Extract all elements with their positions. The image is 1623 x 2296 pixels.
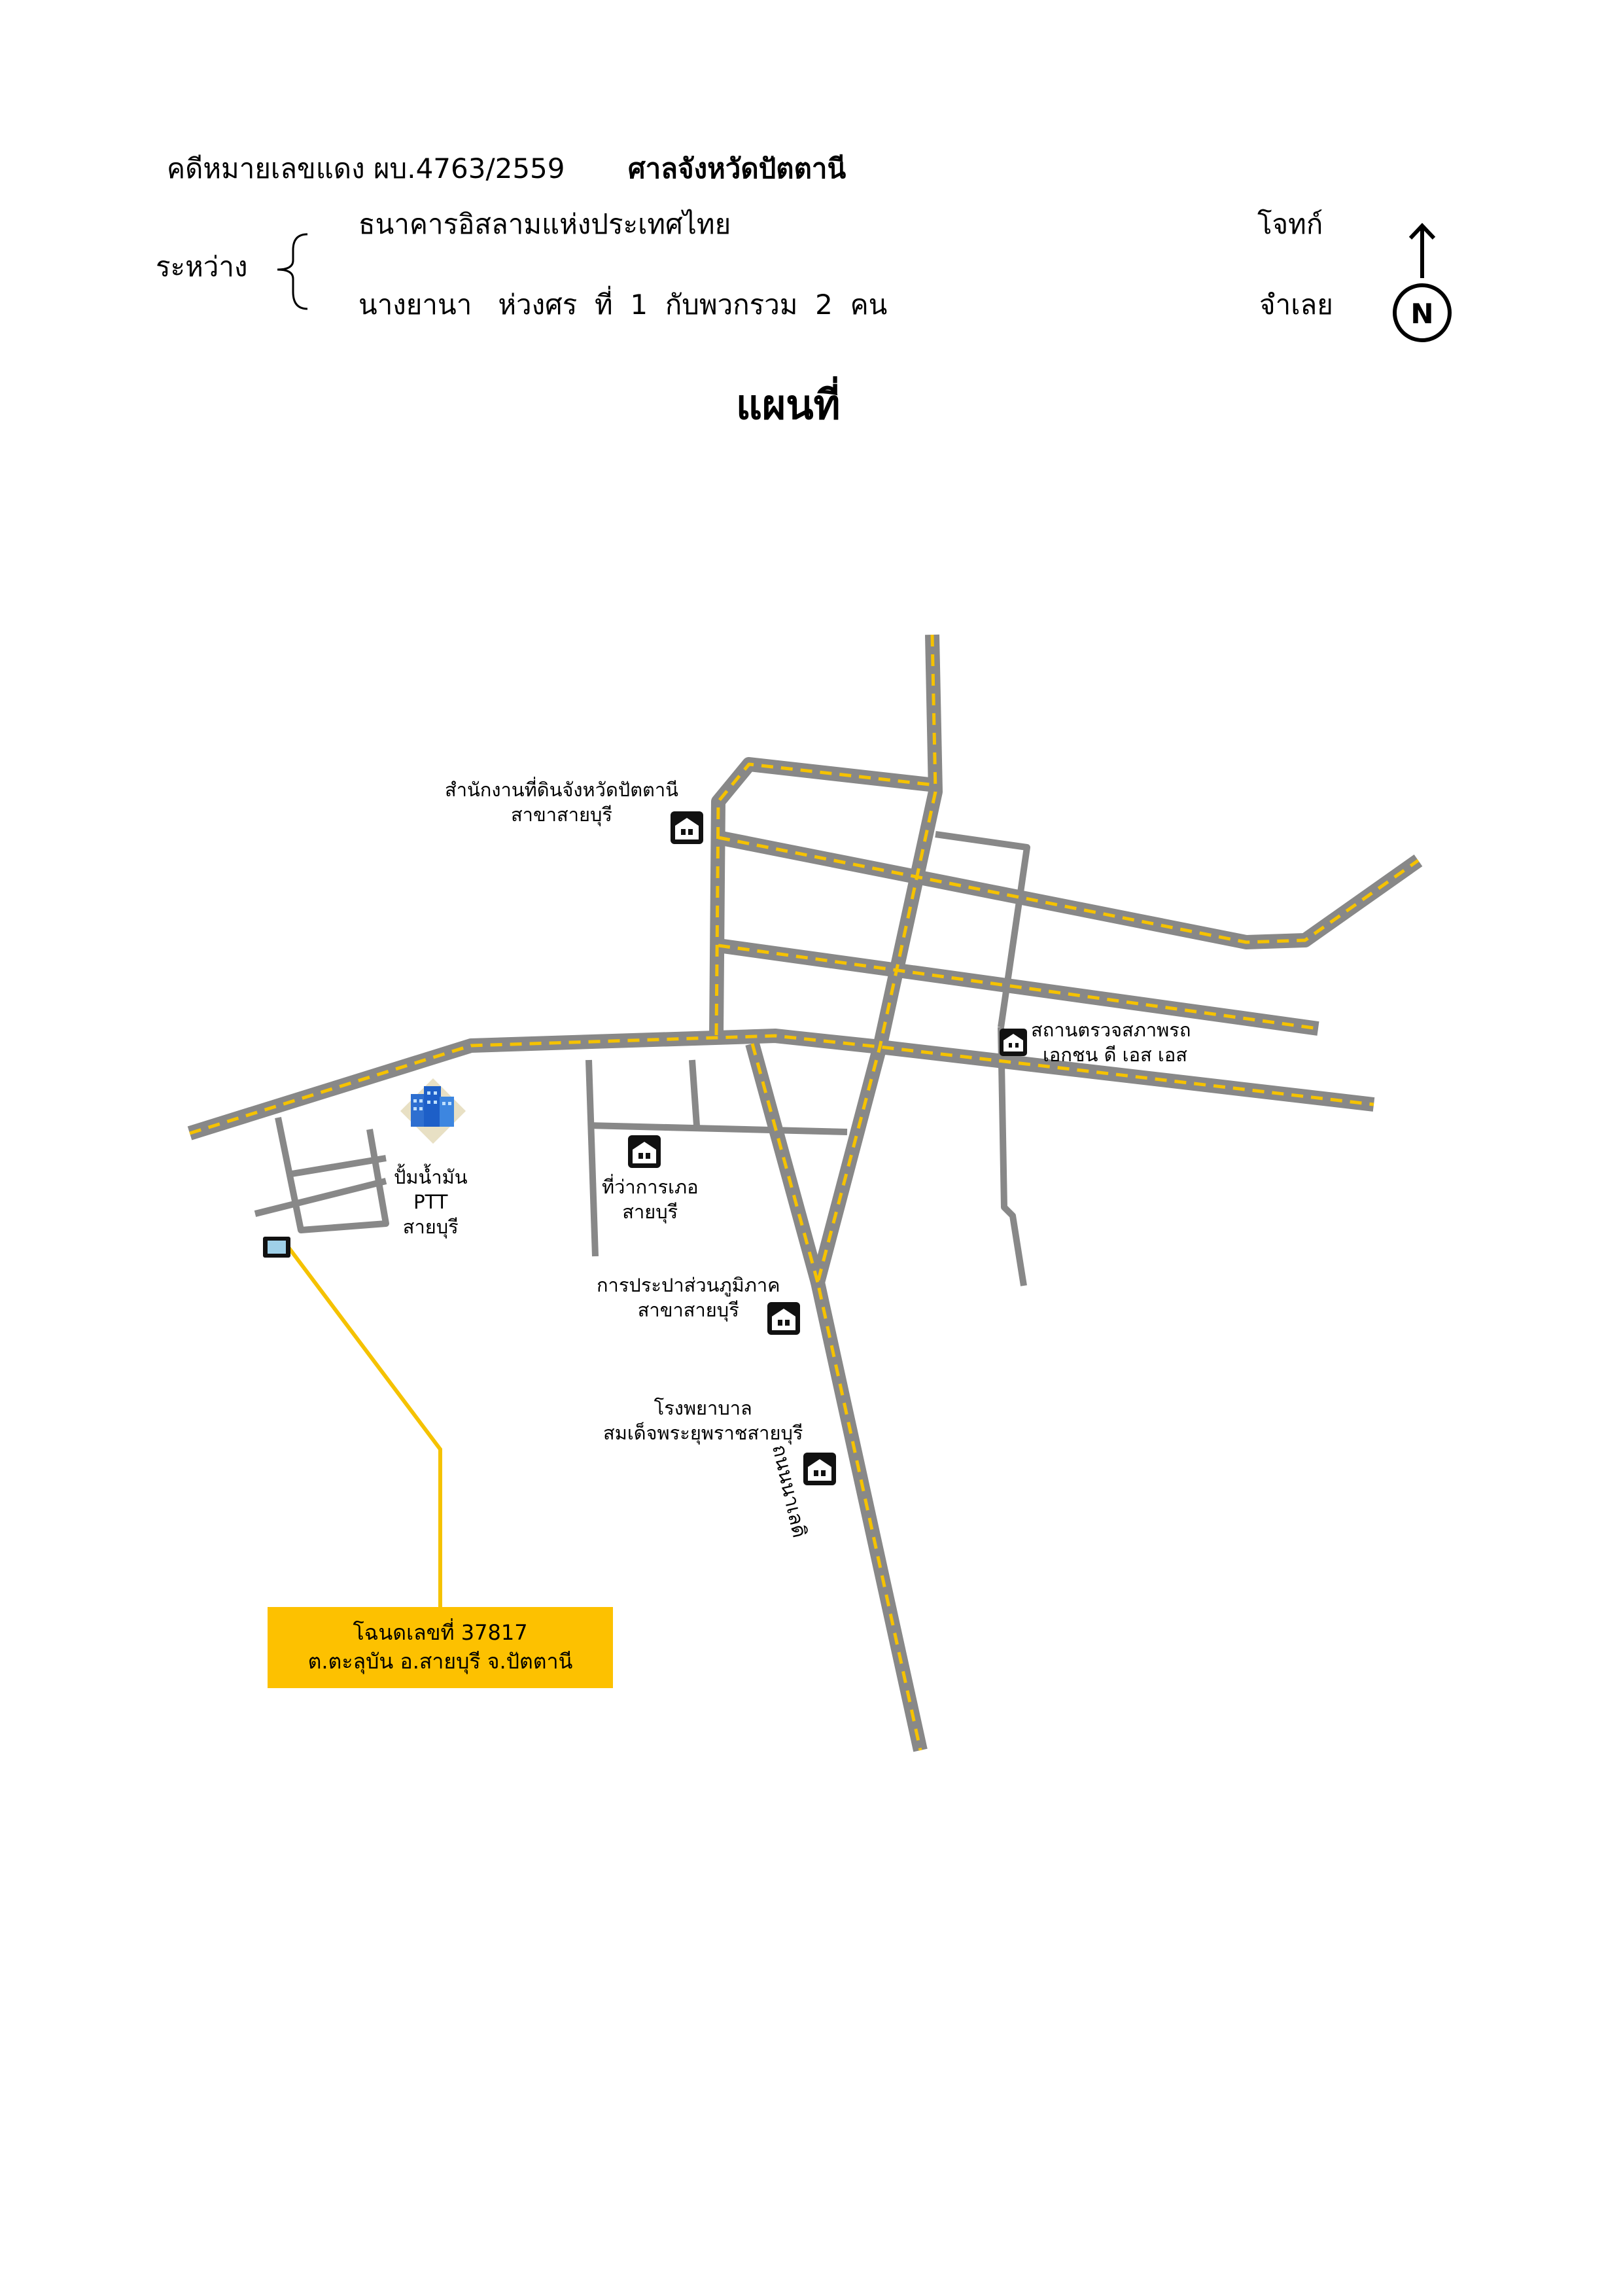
label-inspection-station: สถานตรวจสภาพรถ เอกชน ดี เอส เอส xyxy=(1031,1019,1191,1066)
label-ptt-station: ปั้มน้ำมัน PTT สายบุรี xyxy=(394,1166,468,1238)
waterworks-building-icon xyxy=(767,1302,800,1335)
deed-location: ต.ตะลุบัน อ.สายบุรี จ.ปัตตานี xyxy=(307,1649,573,1674)
major-roads xyxy=(187,634,1423,1752)
case-number: คดีหมายเลขแดง ผบ.4763/2559 xyxy=(167,152,565,185)
land-office-building-icon xyxy=(671,811,703,844)
ptt-gas-station-icon xyxy=(400,1078,466,1144)
deed-marker-icon xyxy=(263,1237,290,1258)
label-waterworks: การประปาส่วนภูมิภาค สาขาสายบุรี xyxy=(597,1274,780,1321)
defendant-role: จำเลย xyxy=(1259,289,1333,321)
district-office-building-icon xyxy=(628,1135,661,1168)
plaintiff-name: ธนาคารอิสลามแห่งประเทศไทย xyxy=(358,208,731,240)
label-hospital: โรงพยาบาล สมเด็จพระยุพราชสายบุรี xyxy=(603,1397,803,1444)
between-label: ระหว่าง xyxy=(156,251,248,283)
deed-pointer-line xyxy=(286,1245,442,1607)
deed-box: โฉนดเลขที่ 37817 ต.ตะลุบัน อ.สายบุรี จ.ป… xyxy=(268,1607,613,1688)
minor-streets xyxy=(254,831,1030,1286)
north-letter: N xyxy=(1410,298,1433,330)
court-name: ศาลจังหวัดปัตตานี xyxy=(628,152,846,185)
brace xyxy=(277,233,308,310)
label-land-office: สำนักงานที่ดินจังหวัดปัตตานี สาขาสายบุรี xyxy=(445,779,678,826)
plaintiff-role: โจทก์ xyxy=(1257,208,1323,240)
north-arrow-icon xyxy=(1393,222,1452,342)
label-district-office: ที่ว่าการเภอ สายบุรี xyxy=(602,1176,699,1223)
road-center-lines xyxy=(189,634,1420,1751)
inspection-station-building-icon xyxy=(1000,1029,1027,1056)
map-title: แผนที่ xyxy=(736,381,841,429)
deed-number: โฉนดเลขที่ 37817 xyxy=(353,1620,528,1645)
hospital-building-icon xyxy=(803,1453,836,1485)
defendant-name: นางยานา ห่วงศร ที่ 1 กับพวกรวม 2 คน xyxy=(358,289,888,321)
